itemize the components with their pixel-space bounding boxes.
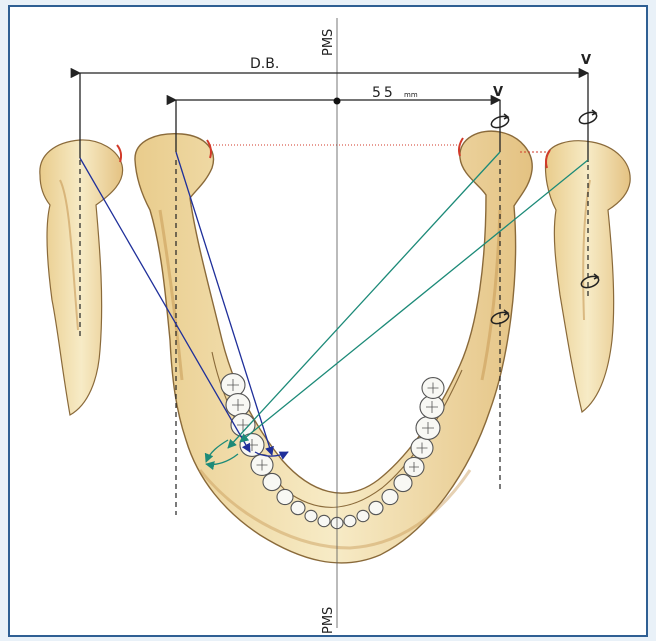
tooth <box>263 473 281 490</box>
tooth <box>382 489 398 504</box>
tooth <box>305 510 317 521</box>
distance-value: 55 <box>372 85 396 101</box>
db-label: D.B. <box>250 56 279 72</box>
v-label-inner: V <box>493 85 503 100</box>
tooth <box>394 474 412 491</box>
pms-label-bottom: PMS <box>321 607 336 634</box>
tooth <box>344 515 356 526</box>
pms-label-top: PMS <box>321 29 336 56</box>
tooth <box>291 501 305 514</box>
v-label-outer: V <box>581 53 591 68</box>
tooth <box>357 510 369 521</box>
distance-unit: mm <box>404 91 418 99</box>
tooth <box>318 515 330 526</box>
midline-point <box>334 98 341 105</box>
tooth <box>369 501 383 514</box>
tooth <box>277 489 293 504</box>
